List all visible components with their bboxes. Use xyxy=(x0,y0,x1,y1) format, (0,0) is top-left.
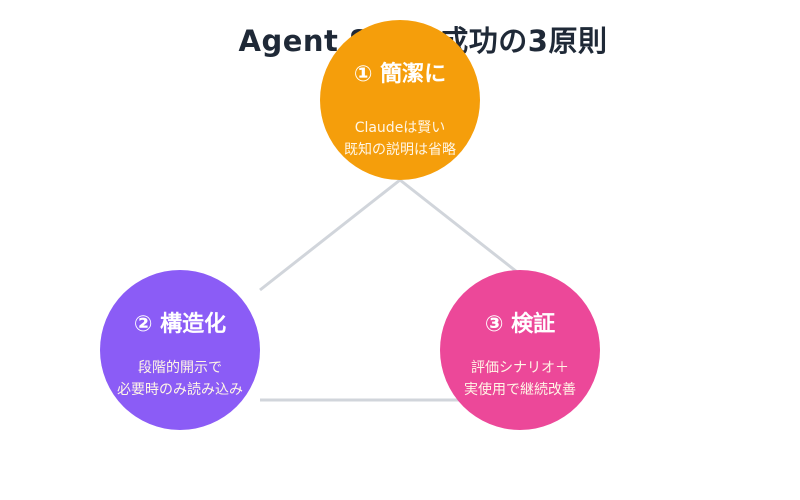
principle-verify-description: 評価シナリオ＋ 実使用で継続改善 xyxy=(420,357,620,401)
principle-concise-heading: ① 簡潔に xyxy=(353,62,447,87)
principle-structure-circle: ② 構造化 段階的開示で 必要時のみ読み込み xyxy=(100,270,260,430)
principle-structure-heading: ② 構造化 xyxy=(133,312,227,337)
principle-verify-line-2: 実使用で継続改善 xyxy=(464,382,576,398)
principle-structure-line-2: 必要時のみ読み込み xyxy=(117,382,243,398)
principle-structure-line-1: 段階的開示で xyxy=(138,360,222,376)
principle-structure-description: 段階的開示で 必要時のみ読み込み xyxy=(80,357,280,401)
principle-concise-line-2: 既知の説明は省略 xyxy=(344,142,456,158)
connector-concise-structure xyxy=(259,178,401,292)
principle-verify-circle: ③ 検証 評価シナリオ＋ 実使用で継続改善 xyxy=(440,270,600,430)
principle-concise-line-1: Claudeは賢い xyxy=(354,120,446,136)
principle-concise-circle: ① 簡潔に Claudeは賢い 既知の説明は省略 xyxy=(320,20,480,180)
principle-verify-heading: ③ 検証 xyxy=(484,312,556,337)
principle-verify-line-1: 評価シナリオ＋ xyxy=(471,360,569,376)
principle-concise-description: Claudeは賢い 既知の説明は省略 xyxy=(300,117,500,161)
